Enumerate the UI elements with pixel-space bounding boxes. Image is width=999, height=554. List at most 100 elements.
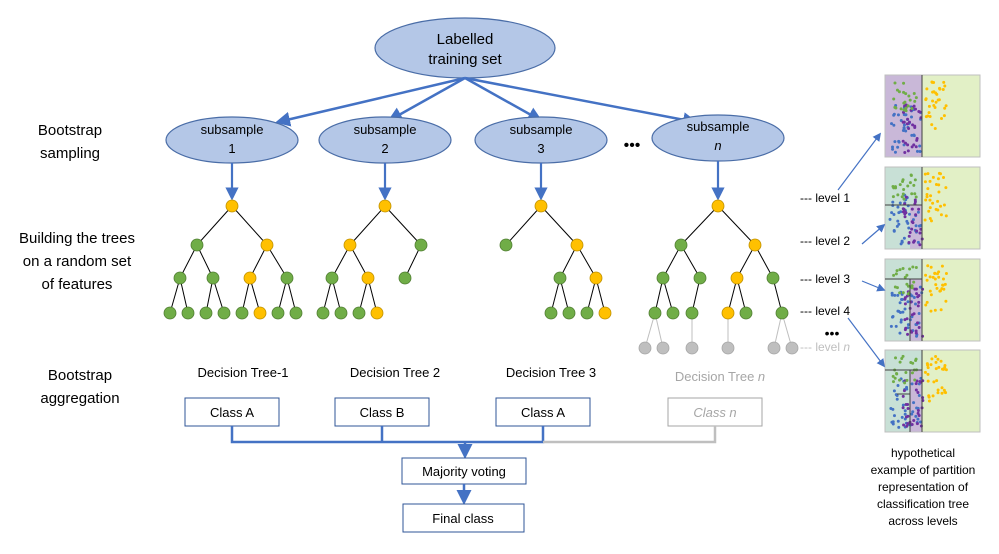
point-blue	[903, 409, 907, 413]
point-purple	[916, 295, 920, 299]
point-green	[894, 356, 898, 360]
svg-text:1: 1	[228, 141, 235, 156]
tree-node-orange	[730, 271, 744, 285]
point-purple	[910, 145, 914, 149]
partition-panel-2	[884, 166, 981, 250]
point-blue	[891, 145, 895, 149]
point-blue	[889, 406, 893, 410]
point-orange	[933, 106, 937, 110]
point-orange	[937, 270, 941, 274]
tree-node-green	[580, 306, 594, 320]
tree-node-green	[190, 238, 204, 252]
point-green	[895, 269, 899, 273]
point-green	[891, 195, 895, 199]
svg-text:Building the trees: Building the trees	[19, 230, 135, 247]
point-green	[911, 265, 915, 269]
root-arrows	[275, 76, 698, 128]
point-purple	[902, 207, 906, 211]
point-orange	[924, 273, 928, 277]
level-arrows	[837, 132, 886, 368]
point-purple	[906, 422, 910, 426]
point-orange	[925, 195, 929, 199]
point-blue	[902, 126, 906, 130]
tree-node-green	[217, 306, 231, 320]
point-green	[905, 273, 909, 277]
decision-trees	[163, 199, 799, 355]
point-green	[903, 100, 907, 104]
point-orange	[923, 172, 927, 176]
class-box-2: Class B	[334, 397, 430, 427]
point-purple	[912, 418, 916, 422]
point-purple	[916, 304, 920, 308]
tree-node-orange	[589, 271, 603, 285]
point-orange	[931, 90, 935, 94]
point-orange	[939, 308, 943, 312]
point-purple	[905, 317, 909, 321]
point-green	[892, 273, 896, 277]
point-purple	[917, 413, 921, 417]
point-blue	[906, 323, 910, 327]
point-orange	[929, 219, 933, 223]
tree-edge	[231, 205, 268, 246]
point-orange	[923, 218, 927, 222]
point-orange	[923, 370, 927, 374]
tree-node-orange	[361, 271, 375, 285]
point-purple	[914, 145, 918, 149]
row-label-building-trees: Building the trees on a random set of fe…	[19, 230, 135, 293]
point-green	[902, 81, 906, 85]
point-green	[909, 174, 913, 178]
subsample-1: subsample 1	[165, 116, 299, 164]
tree-edge	[266, 244, 288, 279]
point-purple	[901, 139, 905, 143]
tree-node-green	[173, 271, 187, 285]
point-green	[893, 376, 897, 380]
tree-2	[316, 199, 428, 320]
point-green	[906, 184, 910, 188]
point-orange	[942, 367, 946, 371]
panel-border	[884, 74, 981, 158]
aggregation-connectors	[230, 426, 717, 459]
point-blue	[906, 300, 910, 304]
point-orange	[925, 278, 929, 282]
point-blue	[896, 113, 900, 117]
tree-node-green	[648, 306, 662, 320]
point-purple	[910, 423, 914, 427]
point-blue	[914, 302, 918, 306]
point-blue	[892, 228, 896, 232]
level-ellipsis: •••	[825, 325, 840, 341]
svg-text:2: 2	[381, 141, 388, 156]
tree-node-green	[674, 238, 688, 252]
point-orange	[925, 87, 929, 91]
tree-node-green	[334, 306, 348, 320]
point-orange	[925, 300, 929, 304]
point-blue	[891, 422, 895, 426]
point-purple	[904, 195, 908, 199]
point-purple	[917, 110, 921, 114]
point-orange	[944, 214, 948, 218]
point-purple	[916, 321, 920, 325]
tree-node-green	[398, 271, 412, 285]
point-green	[913, 378, 917, 382]
point-orange	[929, 309, 933, 313]
point-green	[904, 92, 908, 96]
tree-edge	[717, 205, 756, 246]
point-purple	[904, 141, 908, 145]
point-blue	[911, 218, 915, 222]
point-green	[898, 378, 902, 382]
root-label-line1: Labelled	[437, 31, 494, 48]
tree-node-green	[199, 306, 213, 320]
point-orange	[939, 204, 943, 208]
class-box-3: Class A	[495, 397, 591, 427]
point-orange	[942, 114, 946, 118]
tree-node-green	[499, 238, 513, 252]
region-lime	[922, 350, 980, 432]
point-purple	[910, 227, 914, 231]
point-purple	[904, 326, 908, 330]
point-orange	[933, 308, 937, 312]
point-purple	[901, 110, 905, 114]
point-blue	[903, 307, 907, 311]
point-orange	[938, 87, 942, 91]
point-blue	[918, 149, 922, 153]
point-blue	[900, 239, 904, 243]
tree-node-green	[280, 271, 294, 285]
